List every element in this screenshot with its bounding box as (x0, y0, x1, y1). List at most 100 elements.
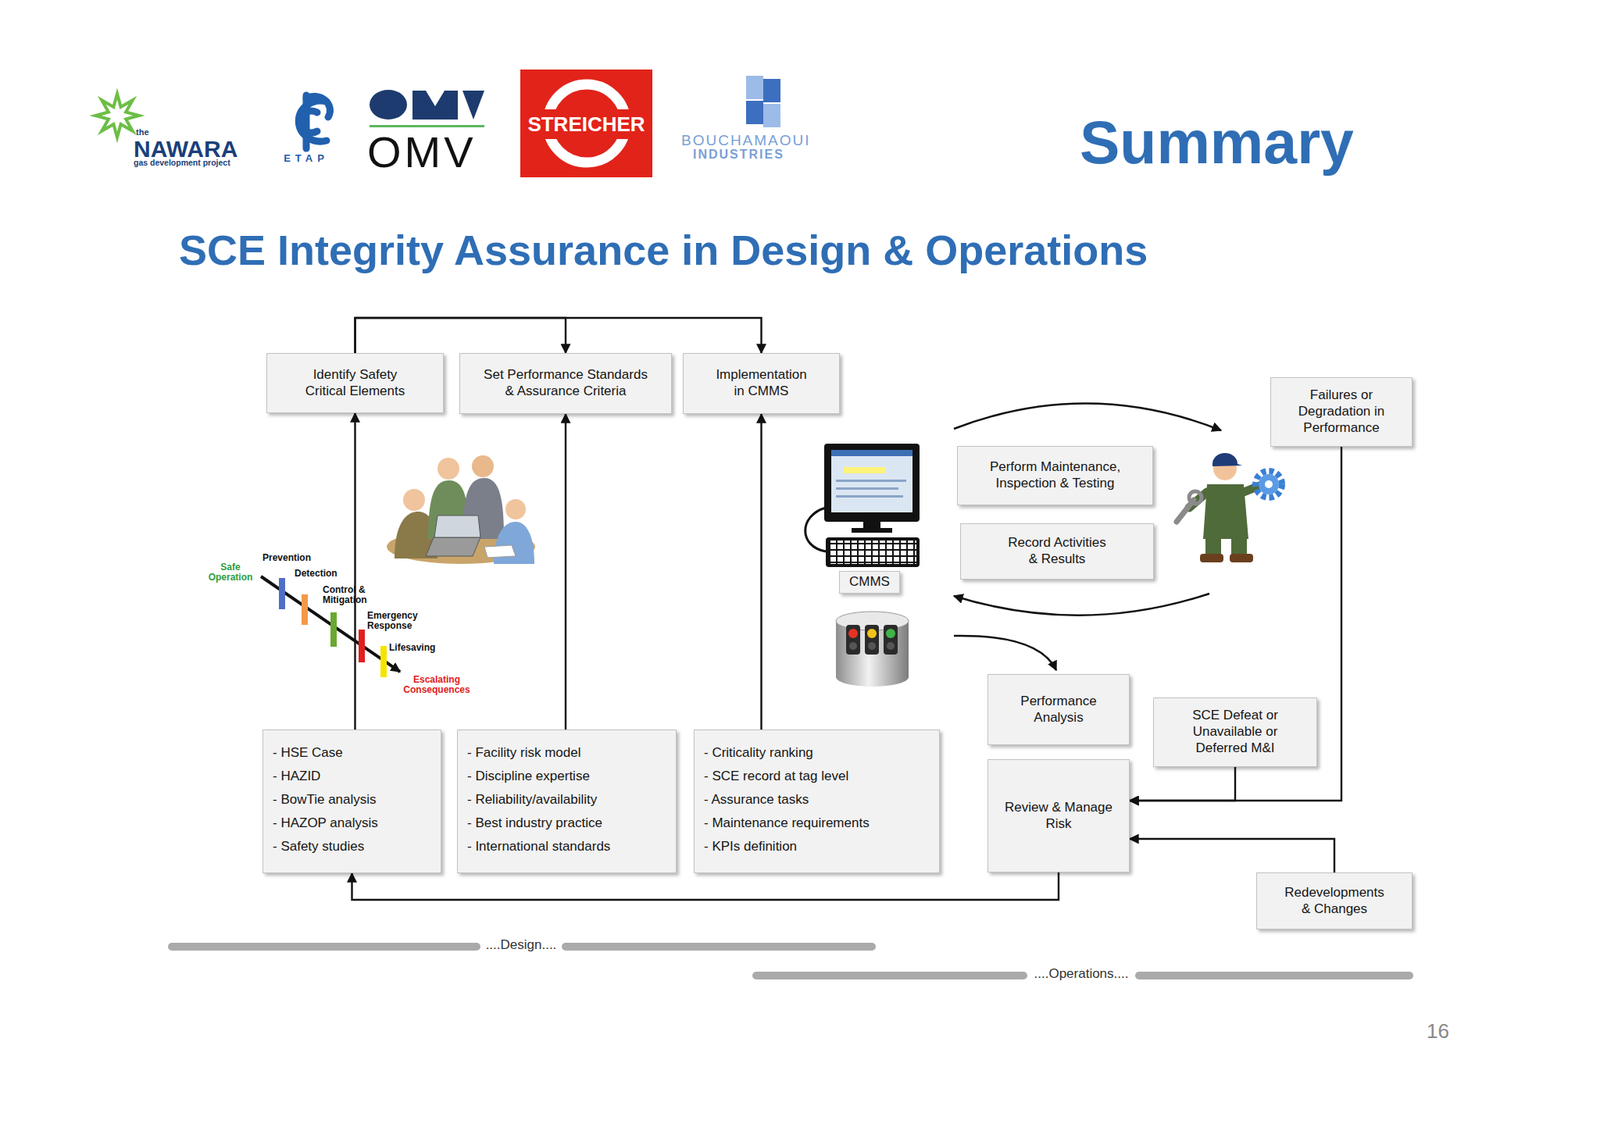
cycle-arrow (953, 403, 1222, 431)
screen-line (835, 479, 907, 483)
traffic-light (864, 625, 879, 655)
flow-arrow (1129, 839, 1335, 873)
list-item: - Best industry practice (467, 811, 603, 836)
input-list-box: - Facility risk model- Discipline expert… (457, 729, 677, 874)
person-head (505, 499, 526, 520)
design-bar (171, 942, 477, 951)
cycle-arrow (953, 593, 1210, 616)
logo-square (520, 69, 653, 178)
laptop (425, 537, 481, 557)
cycle-arrow (953, 635, 1057, 671)
logo-shape (412, 90, 458, 120)
monitor-base (851, 528, 893, 533)
meeting-clipart (386, 455, 536, 565)
process-box: Identify Safety Critical Elements (266, 353, 444, 414)
phase-label: ....Operations.... (1026, 967, 1136, 983)
logo-block (763, 78, 781, 103)
monitor-stand (863, 521, 881, 529)
cable (805, 507, 826, 552)
flow-arrow (564, 414, 567, 730)
flow-arrow (1129, 767, 1236, 801)
gear (1258, 474, 1279, 495)
subtitle: SCE Integrity Assurance in Design & Oper… (178, 227, 1148, 274)
keyboard (825, 537, 920, 568)
box-label: CMMS (849, 574, 890, 591)
computer-illustration (805, 443, 920, 568)
logo-text: OMV (367, 128, 477, 177)
barrier-label: Escalating Consequences (392, 675, 481, 696)
list-item: - Maintenance requirements (703, 811, 870, 836)
input-list-box: - Criticality ranking- SCE record at tag… (693, 729, 940, 874)
logo-shape (462, 90, 485, 120)
cylinder-base (835, 667, 909, 687)
flow-arrow (760, 414, 762, 730)
logo-text: ETAP (273, 153, 340, 165)
process-box: Implementation in CMMS (682, 353, 840, 415)
connector-layer (352, 317, 1343, 900)
lamp (867, 628, 877, 639)
screen (831, 450, 913, 513)
gear-teeth (1255, 471, 1283, 498)
barrier-bar (380, 646, 387, 678)
boot (1229, 553, 1254, 563)
barrier-label: Detection (294, 568, 338, 579)
process-box: SCE Defeat or Unavailable or Deferred M&… (1153, 697, 1318, 768)
phase-label: ....Design.... (474, 938, 568, 954)
box-label: Perform Maintenance, Inspection & Testin… (981, 459, 1130, 492)
logo-text: BOUCHAMAOUI (681, 132, 811, 150)
box-label: Redevelopments & Changes (1281, 885, 1388, 918)
design-bar (565, 942, 872, 951)
list-item: - Reliability/availability (467, 788, 597, 812)
laptop-screen (434, 515, 481, 538)
operations-bar (756, 971, 1024, 980)
box-label: Review & Manage Risk (1000, 800, 1118, 833)
omv-logo (369, 89, 485, 128)
mechanic-clipart (1176, 453, 1283, 563)
flow-arrow (352, 872, 1060, 900)
logo-arc (306, 96, 330, 118)
list-item: - HAZOP analysis (272, 811, 379, 836)
box-label: SCE Defeat or Unavailable or Deferred M&… (1186, 707, 1285, 757)
list-item: - BowTie analysis (272, 788, 377, 812)
list-item: - Safety studies (272, 835, 365, 859)
lamp (849, 642, 858, 650)
box-label: Implementation in CMMS (712, 367, 811, 400)
keyboard-keys (828, 540, 917, 565)
barrier-bar (301, 594, 308, 625)
list-item: - HSE Case (272, 741, 343, 765)
cycle-arrows (953, 403, 1222, 671)
leg (1205, 537, 1222, 557)
list-item: - Discipline expertise (467, 764, 590, 789)
screen-line (835, 487, 899, 490)
logo-block (746, 100, 764, 125)
logo-rule (369, 125, 485, 128)
box-label: Identify Safety Critical Elements (292, 367, 418, 400)
barrier-bar (330, 612, 337, 647)
barrier-label: Control & Mitigation (322, 585, 375, 606)
traffic-light (883, 625, 898, 655)
barrier-bar (278, 578, 286, 610)
star-icon (95, 93, 140, 138)
lamp (867, 642, 876, 650)
process-box: Review & Manage Risk (987, 759, 1130, 873)
logo-text: STREICHER (520, 113, 653, 136)
logo-text: gas development project (133, 158, 231, 168)
bouchamaoui-logo (746, 75, 781, 128)
list-item: - Criticality ranking (703, 741, 814, 765)
logo-block (746, 75, 764, 100)
person-head (403, 489, 425, 511)
etap-logo (298, 95, 330, 149)
operations-bar (1139, 971, 1410, 980)
process-box: Set Performance Standards & Assurance Cr… (459, 353, 672, 415)
leg (1231, 537, 1247, 557)
logo-text: the (135, 127, 150, 137)
page-number: 16 (1426, 1020, 1450, 1043)
logo-block (763, 103, 781, 128)
flow-arrow (355, 317, 567, 354)
barrier-label: Lifesaving (389, 642, 436, 654)
page-title: Summary (1079, 112, 1354, 173)
flow-arrow (1129, 446, 1342, 801)
list-item: - Assurance tasks (703, 788, 809, 812)
barrier-label: Emergency Response (367, 610, 424, 632)
database-illustration (835, 611, 909, 687)
